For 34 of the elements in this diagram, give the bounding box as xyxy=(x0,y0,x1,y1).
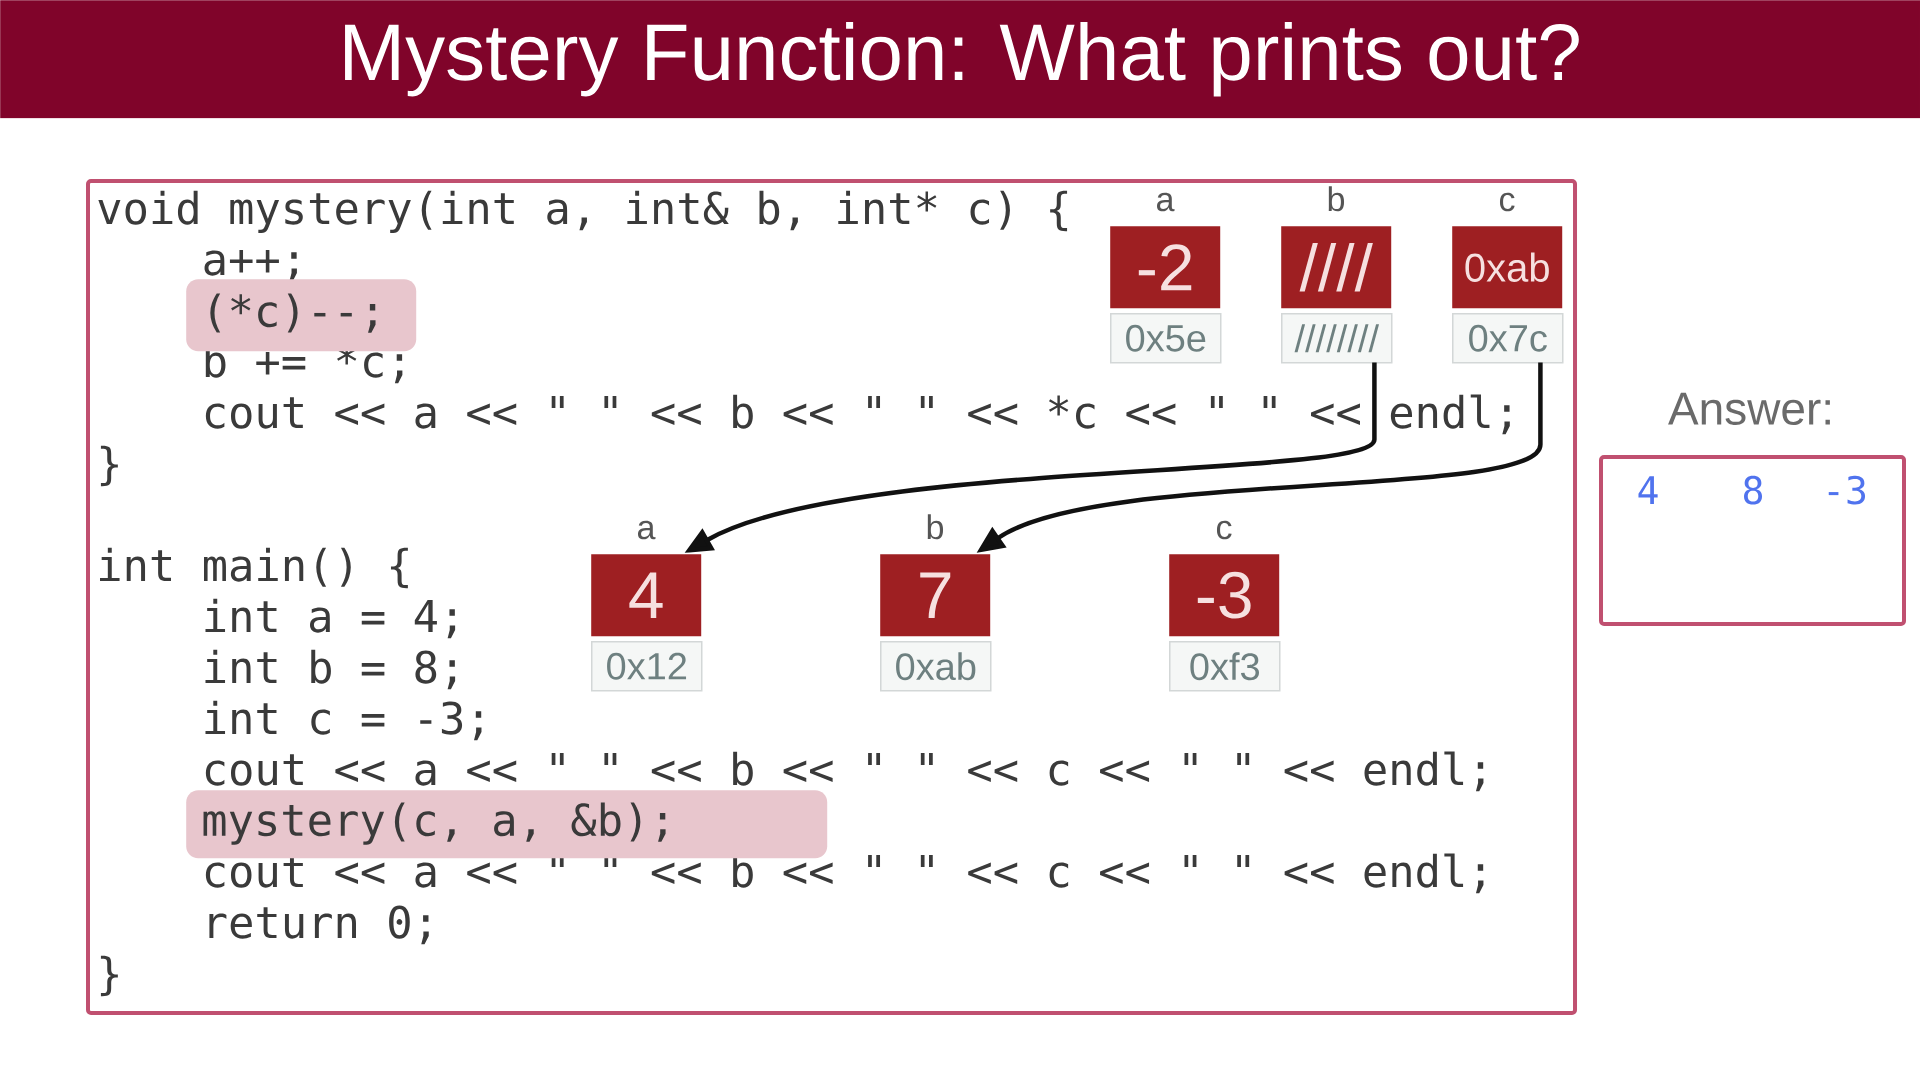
value-box: 7 xyxy=(880,554,991,637)
code-line: void mystery(int a, int& b, int* c) { xyxy=(98,190,1068,234)
code-line: return 0; xyxy=(209,905,429,945)
code-line: cout << a << " " << b << " " << c << " " << endl; xyxy=(205,751,1484,792)
value-box: -2 xyxy=(1110,226,1221,309)
code-line: } xyxy=(100,955,118,997)
variable-name: c xyxy=(1499,192,1515,212)
code-line: int main() { xyxy=(100,547,408,589)
address-box: 0x5e xyxy=(1110,313,1222,364)
variable-name: a xyxy=(638,520,656,540)
value-box: //// xyxy=(1281,226,1392,309)
value-box: -3 xyxy=(1169,554,1280,637)
answer-value: 4 xyxy=(1638,476,1658,504)
code-line: int a = 4; xyxy=(205,598,456,639)
variable-name: a xyxy=(1157,192,1175,212)
variable-name: c xyxy=(1216,520,1232,540)
code-line: a++; xyxy=(204,249,297,282)
code-line: int c = -3; xyxy=(205,700,482,741)
answer-value: 8 xyxy=(1744,475,1763,505)
code-line: int b = 8; xyxy=(205,649,456,690)
variable-name: b xyxy=(1328,186,1345,212)
title-bar: Mystery Function: What prints out? xyxy=(0,0,1920,119)
value-box: 0xab xyxy=(1452,226,1563,309)
address-box: 0x7c xyxy=(1452,313,1564,364)
value-box: 4 xyxy=(591,554,702,637)
address-box: 0xf3 xyxy=(1169,641,1281,692)
answer-label: Answer: xyxy=(1668,392,1830,425)
code-line: } xyxy=(100,445,118,487)
answer-value: -3 xyxy=(1828,475,1866,505)
address-box: 0x12 xyxy=(591,641,703,692)
code-line: cout << a << " " << b << " " << *c << " " << endl; xyxy=(205,394,1510,435)
address-box: 0xab xyxy=(880,641,992,692)
variable-name: b xyxy=(927,514,944,540)
address-box: //////// xyxy=(1281,313,1393,364)
